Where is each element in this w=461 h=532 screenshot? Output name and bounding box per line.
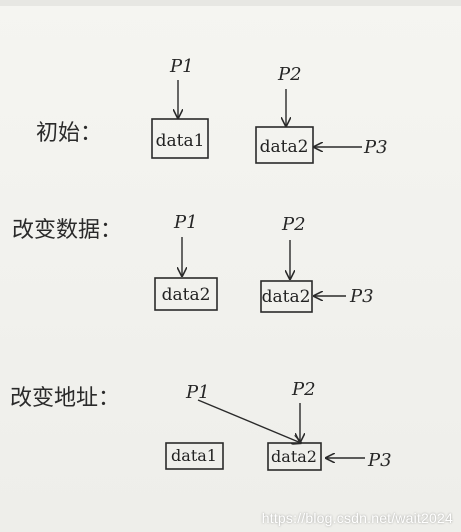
- pointer-label-p1: P1: [169, 56, 194, 77]
- pointer-label-p2: P2: [277, 64, 302, 85]
- box-init-left-label: data1: [156, 131, 205, 151]
- box-cd-left-label: data2: [162, 285, 211, 305]
- box-cd-right-label: data2: [262, 287, 311, 307]
- arrow-p1-ca: [197, 399, 301, 443]
- box-ca-right: [267, 442, 322, 471]
- section-label-change-data: 改变数据：: [12, 218, 122, 243]
- box-ca-left: [165, 442, 224, 470]
- pointer-label-p1-cd: P1: [173, 212, 198, 233]
- pointer-label-p1-ca: P1: [185, 382, 210, 403]
- box-init-right-label: data2: [260, 137, 309, 157]
- top-band: [0, 0, 461, 6]
- box-init-right: [255, 126, 314, 164]
- pointer-label-p2-ca: P2: [291, 379, 316, 400]
- box-init-left: [151, 118, 209, 159]
- box-ca-left-label: data1: [171, 446, 217, 465]
- pointer-label-p2-cd: P2: [281, 214, 306, 235]
- pointer-label-p3-init: P3: [363, 137, 388, 158]
- box-ca-right-label: data2: [271, 447, 317, 466]
- section-label-init: 初始：: [36, 121, 102, 146]
- box-cd-right: [260, 280, 313, 313]
- pointer-label-p3-ca: P3: [367, 450, 392, 471]
- watermark-text: https://blog.csdn.net/wait2024: [261, 510, 453, 526]
- section-label-change-address: 改变地址：: [10, 386, 120, 411]
- pointer-label-p3-cd: P3: [349, 286, 374, 307]
- box-cd-left: [154, 277, 218, 311]
